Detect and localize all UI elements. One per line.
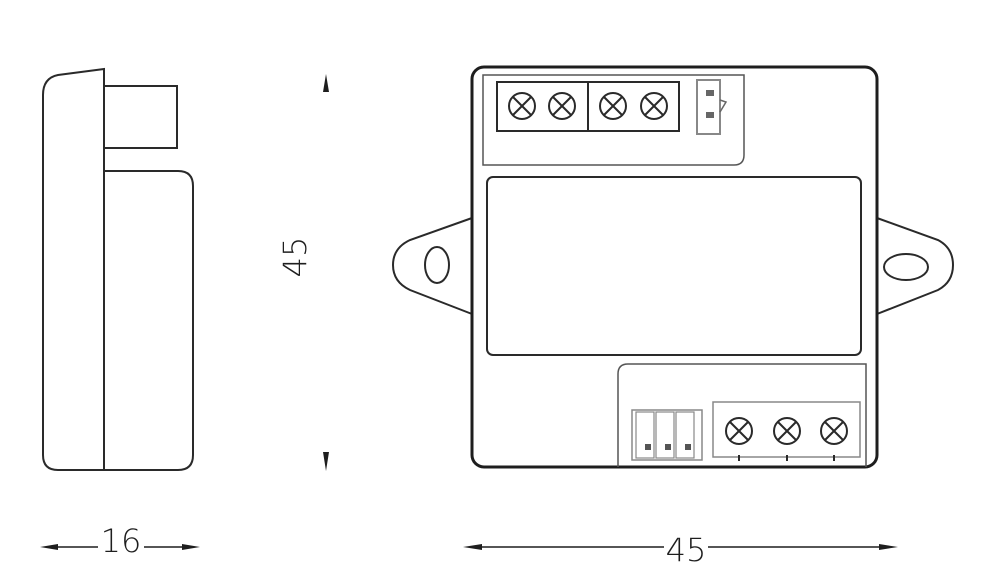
side-view bbox=[42, 67, 194, 471]
device-body bbox=[470, 65, 879, 469]
front-view bbox=[391, 65, 955, 469]
screw-terminal-icon bbox=[820, 417, 848, 445]
arrow-right-icon bbox=[182, 544, 200, 550]
dip-switch bbox=[631, 409, 703, 461]
left-mount-ear bbox=[391, 217, 473, 315]
height-label: 45 bbox=[276, 237, 314, 278]
top-panel bbox=[482, 74, 745, 166]
depth-label: 16 bbox=[101, 522, 142, 560]
arrow-left-icon bbox=[463, 544, 482, 550]
arrow-right-icon bbox=[879, 544, 898, 550]
screw-terminal-icon bbox=[599, 92, 627, 120]
height-dimension: 45 bbox=[276, 74, 329, 471]
screw-terminal-icon bbox=[508, 92, 536, 120]
arrow-down-icon bbox=[323, 452, 329, 471]
bottom-panel bbox=[617, 363, 867, 467]
depth-dimension: 16 bbox=[40, 522, 200, 560]
label-area bbox=[486, 176, 862, 356]
screw-terminal-icon bbox=[640, 92, 668, 120]
jumper bbox=[696, 79, 728, 135]
screw-terminal-icon bbox=[725, 417, 753, 445]
terminal-block-2 bbox=[587, 81, 680, 132]
width-dimension: 45 bbox=[463, 531, 898, 569]
right-mount-hole bbox=[883, 253, 929, 281]
right-mount-ear bbox=[876, 217, 955, 315]
screw-terminal-icon bbox=[548, 92, 576, 120]
arrow-up-icon bbox=[323, 74, 329, 92]
arrow-left-icon bbox=[40, 544, 58, 550]
left-mount-hole bbox=[424, 246, 450, 284]
side-connector bbox=[103, 85, 178, 149]
width-label: 45 bbox=[666, 531, 707, 569]
screw-terminal-icon bbox=[773, 417, 801, 445]
side-body bbox=[104, 170, 194, 471]
